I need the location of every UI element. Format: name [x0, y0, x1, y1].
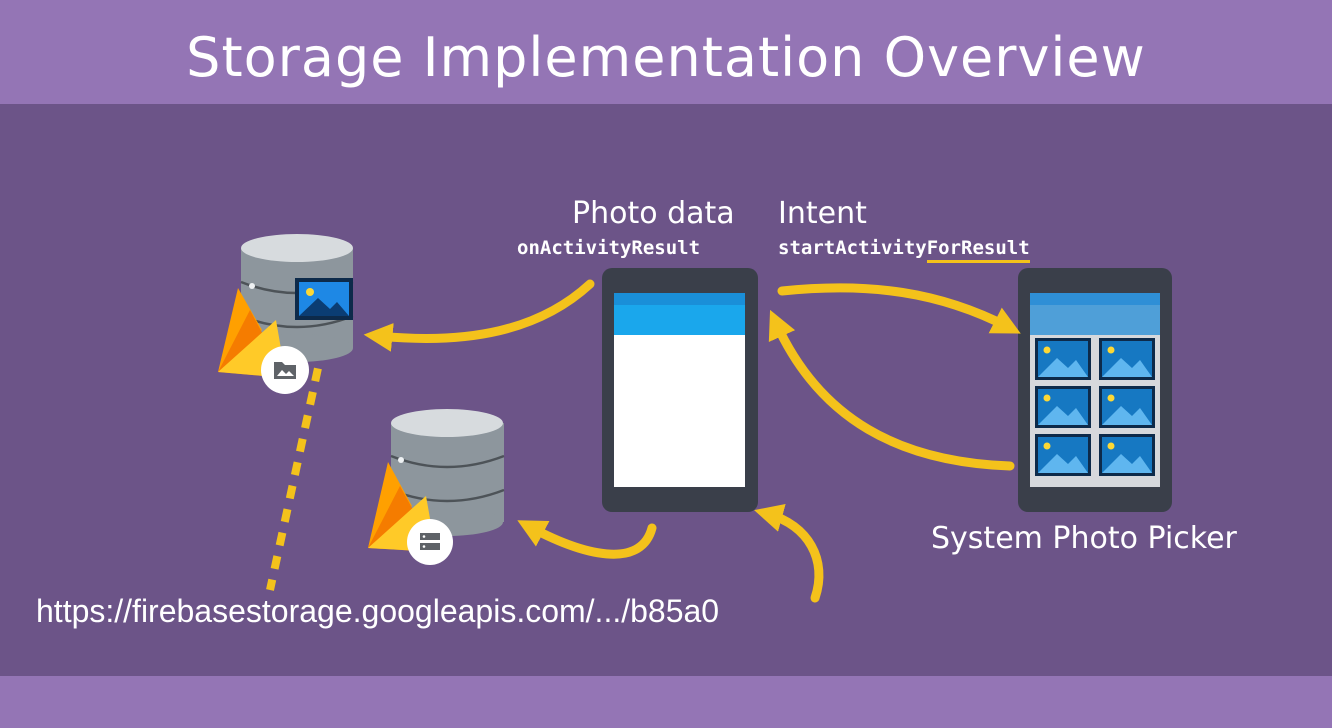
- image-icon: [1035, 338, 1091, 380]
- image-folder-icon: [261, 346, 309, 394]
- arrow-intent-to-picker: [777, 283, 1021, 334]
- on-activity-result-label: onActivityResult: [517, 237, 701, 259]
- arrow-url-to-app: [754, 503, 824, 603]
- server-icon: [407, 519, 453, 565]
- footer-bar: [0, 676, 1332, 728]
- system-photo-picker-label: System Photo Picker: [931, 521, 1237, 556]
- arrow-picker-to-app: [768, 309, 1015, 471]
- start-activity-prefix: startActivity: [778, 237, 927, 259]
- app-device: [602, 268, 758, 512]
- intent-label: Intent: [778, 196, 867, 231]
- header-bar: [0, 0, 1332, 104]
- start-activity-for-result-label: startActivityForResult: [778, 237, 1030, 263]
- arrow-app-to-database: [517, 520, 657, 559]
- slide-title: Storage Implementation Overview: [186, 26, 1146, 89]
- for-result-underlined: ForResult: [926, 237, 1030, 263]
- photo-grid: [1035, 338, 1155, 476]
- image-icon: [1099, 338, 1155, 380]
- image-icon: [1099, 386, 1155, 428]
- image-icon: [1035, 434, 1091, 476]
- arrow-photo-data-to-storage: [363, 279, 595, 352]
- photo-data-label: Photo data: [572, 196, 735, 231]
- storage-url-label: https://firebasestorage.googleapis.com/.…: [36, 593, 720, 629]
- image-icon: [1099, 434, 1155, 476]
- image-icon: [1035, 386, 1091, 428]
- url-connector-dotted-line: [266, 344, 327, 591]
